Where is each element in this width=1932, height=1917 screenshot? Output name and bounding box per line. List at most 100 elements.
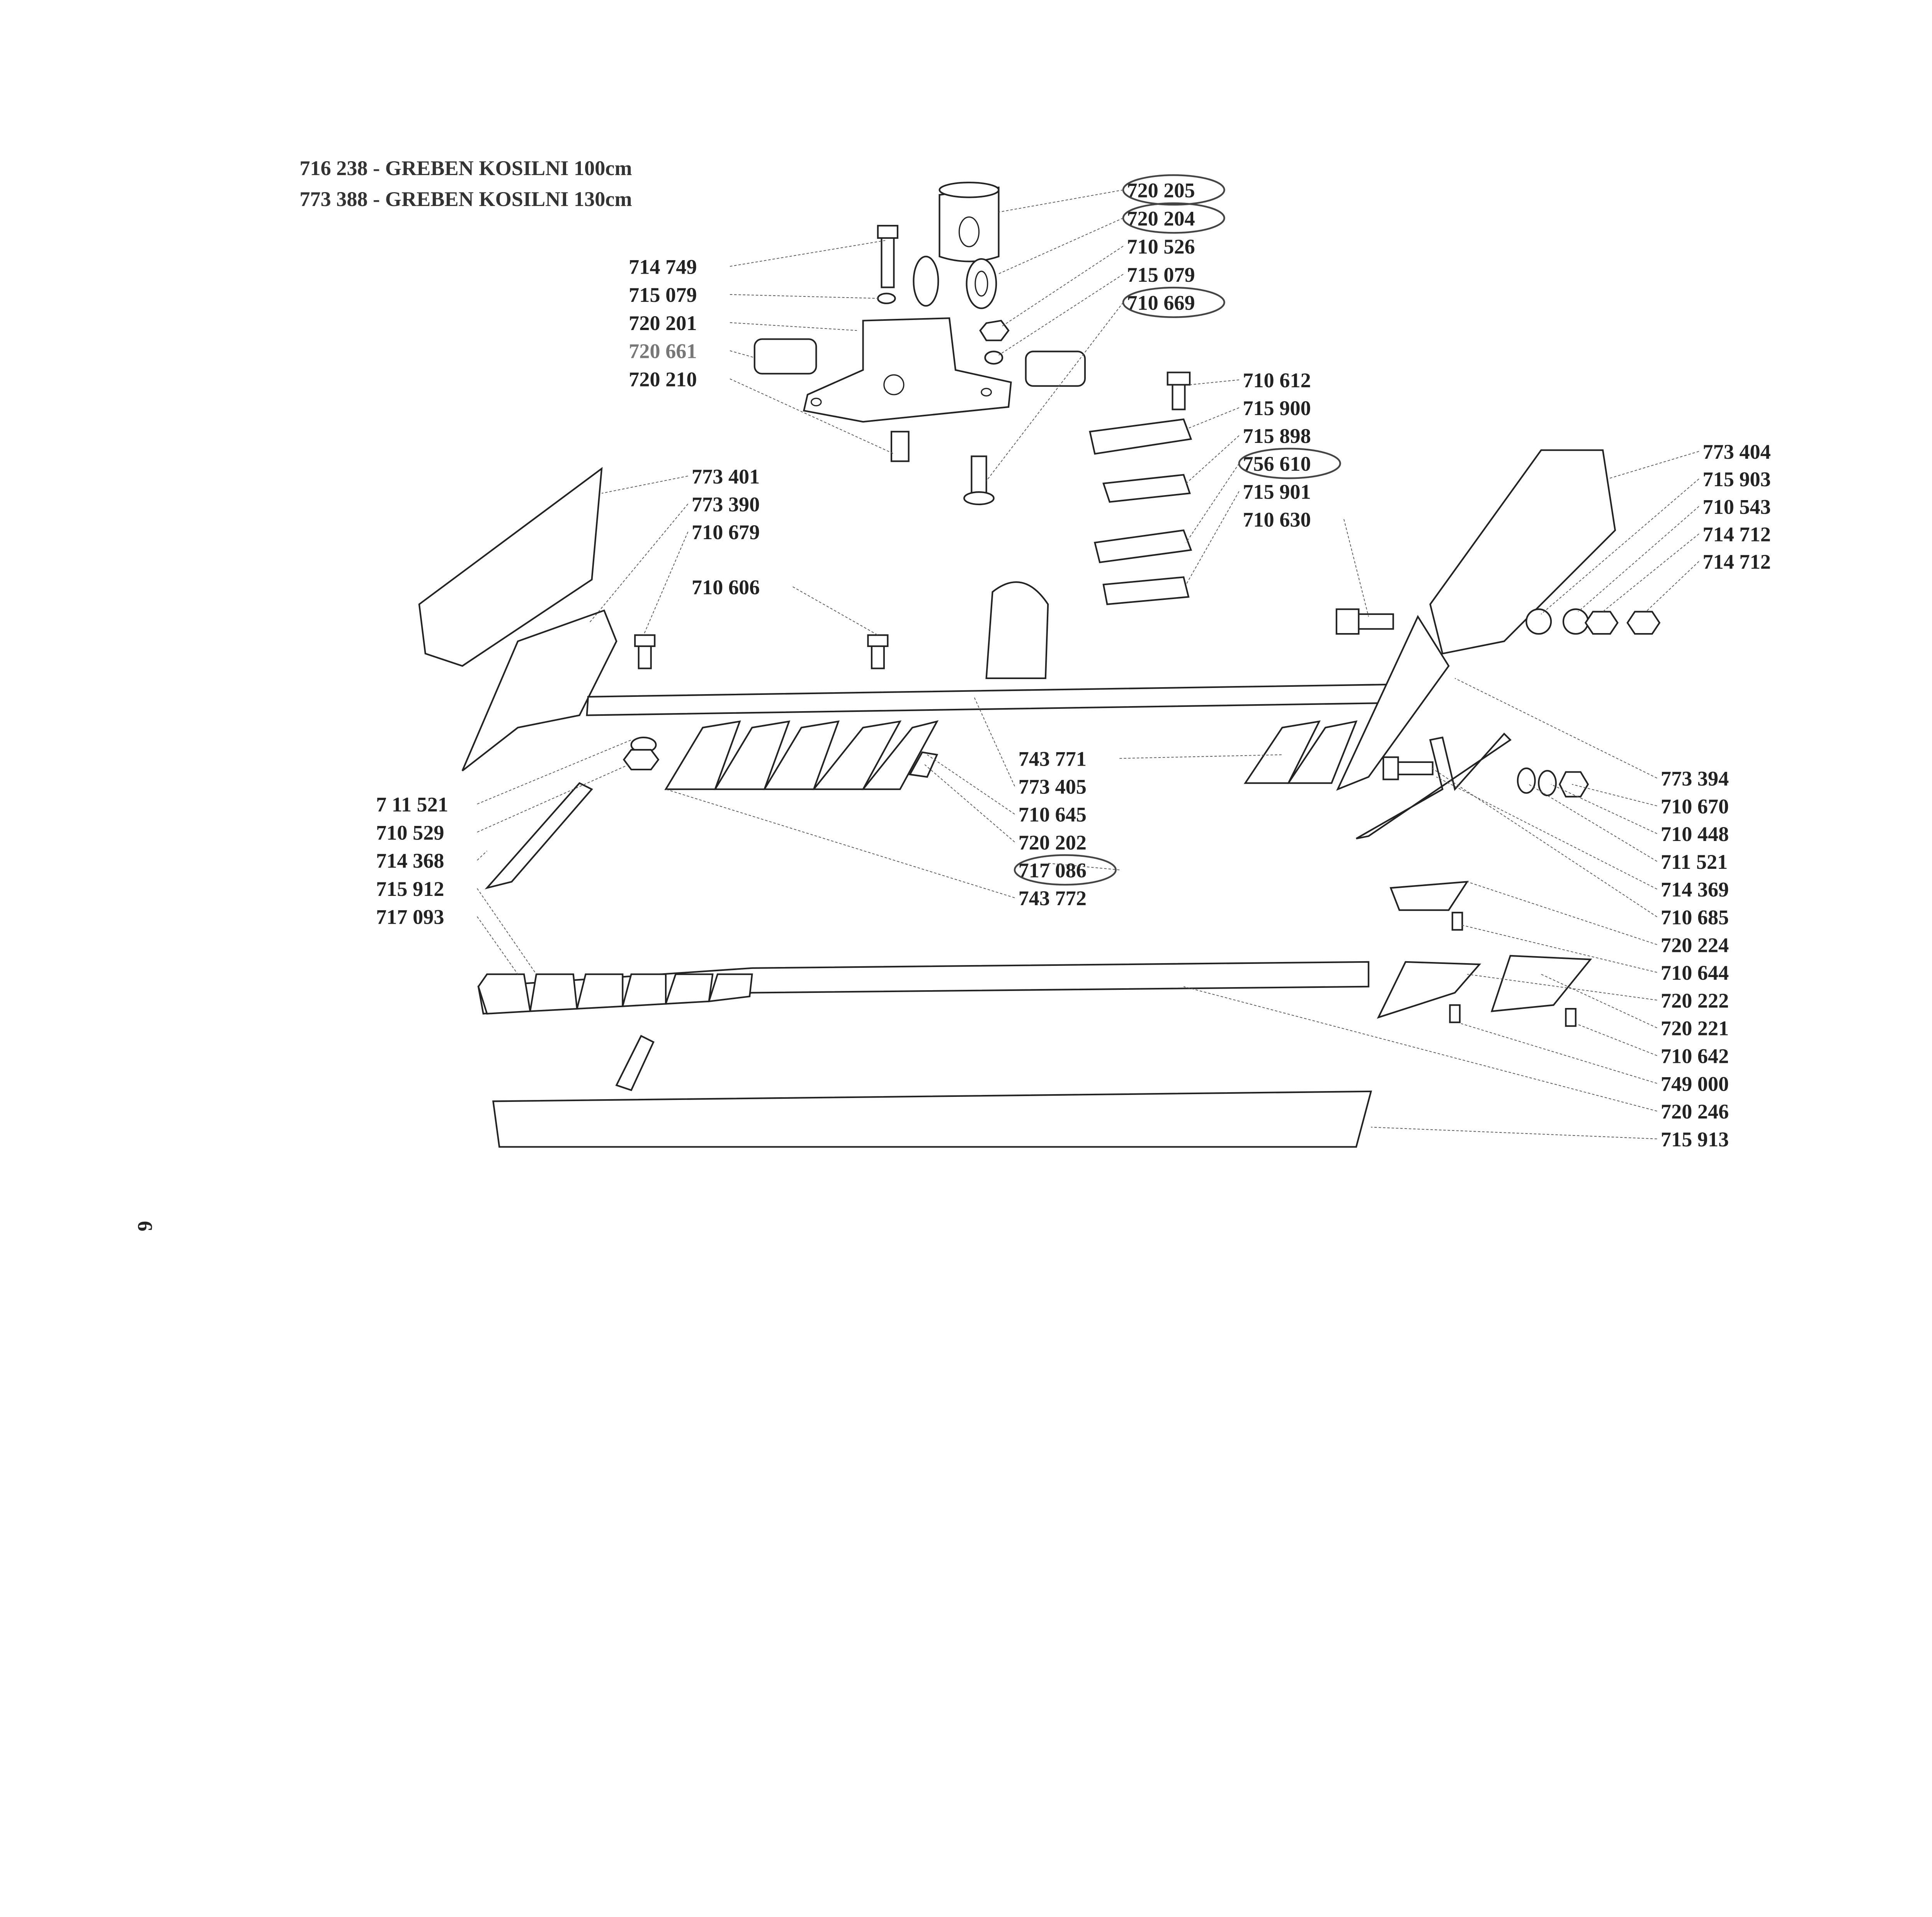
part-number-label: 715 079 xyxy=(1127,263,1195,286)
leader-line xyxy=(1183,986,1657,1112)
part-number-label: 720 661 xyxy=(629,340,697,363)
divider-773404 xyxy=(1429,449,1616,655)
part-number-label: 710 630 xyxy=(1243,508,1311,531)
part-number-label: 720 205 xyxy=(1127,179,1195,202)
part-number-label: 710 543 xyxy=(1702,495,1770,518)
rubber-bushing-left xyxy=(753,338,817,375)
part-number-label: 717 086 xyxy=(1019,859,1087,882)
title-line-130cm: 773 388 - GREBEN KOSILNI 130cm xyxy=(299,187,632,211)
part-number-label: 710 526 xyxy=(1127,235,1195,258)
leader-line xyxy=(1467,974,1657,1001)
plate-715900 xyxy=(1089,418,1192,455)
part-number-label: 710 606 xyxy=(692,575,760,599)
part-number-label: 714 369 xyxy=(1661,878,1729,901)
rivet-749000 xyxy=(1449,1004,1461,1023)
part-number-label: 710 612 xyxy=(1243,369,1311,392)
part-number-label: 720 221 xyxy=(1661,1017,1729,1040)
leader-line xyxy=(1186,407,1240,430)
knife-720221 xyxy=(1490,955,1592,1012)
leader-line xyxy=(1461,1023,1657,1084)
leader-line xyxy=(1430,766,1657,918)
parts-diagram: 716 238 - GREBEN KOSILNI 100cm 773 388 -… xyxy=(133,157,1771,1231)
highlight-circle xyxy=(1122,202,1225,234)
spring-717093 xyxy=(615,1035,655,1091)
leader-line xyxy=(1371,1127,1657,1139)
part-number-label: 773 405 xyxy=(1019,775,1087,798)
leader-line xyxy=(1436,776,1657,890)
leader-line xyxy=(1461,924,1657,973)
part-number-label: 773 401 xyxy=(692,465,760,488)
leader-line xyxy=(1001,246,1124,327)
leader-line xyxy=(477,739,632,805)
leader-line xyxy=(730,350,755,358)
leader-line xyxy=(1185,435,1240,484)
leader-line xyxy=(1609,451,1699,479)
part-number-label: 711 521 xyxy=(1661,850,1728,873)
leader-line xyxy=(1185,463,1240,543)
plate-715898 xyxy=(1102,474,1191,503)
clip-720202 xyxy=(908,751,938,778)
nut-710529 xyxy=(622,749,660,771)
title-line-100cm: 716 238 - GREBEN KOSILNI 100cm xyxy=(299,157,632,180)
part-number-label: 714 749 xyxy=(629,255,697,278)
part-number-label: 773 394 xyxy=(1661,767,1729,790)
bolt-711521 xyxy=(1383,756,1434,780)
part-number-label: 714 368 xyxy=(376,849,444,872)
part-number-label: 715 898 xyxy=(1243,424,1311,448)
part-number-label: 720 246 xyxy=(1661,1100,1729,1123)
leader-line xyxy=(986,302,1124,481)
part-number-label: 710 645 xyxy=(1019,803,1087,826)
leader-line xyxy=(973,696,1015,787)
bolt-710679 xyxy=(634,634,656,669)
part-number-label: 720 204 xyxy=(1127,207,1195,230)
part-number-label: 720 224 xyxy=(1661,933,1729,957)
leader-line xyxy=(793,586,878,636)
pin-710669 xyxy=(963,455,995,506)
nut-710526 xyxy=(979,320,1010,341)
part-number-label: 773 404 xyxy=(1702,440,1770,463)
leader-line xyxy=(477,764,629,833)
leader-line xyxy=(477,850,488,861)
leader-line xyxy=(1467,881,1657,945)
part-number-label: 720 201 xyxy=(629,312,697,335)
guard-plate-715913 xyxy=(492,1090,1372,1148)
part-number-label: 756 610 xyxy=(1243,452,1311,475)
leader-line xyxy=(1551,784,1657,834)
leader-lines xyxy=(477,189,1699,1139)
leader-line xyxy=(643,531,689,635)
part-number-label: 715 903 xyxy=(1702,468,1770,491)
washer xyxy=(984,351,1003,365)
leader-line xyxy=(1190,379,1239,385)
part-number-label: 710 644 xyxy=(1661,961,1729,984)
bracket-714369 xyxy=(1355,732,1512,839)
divider-773394 xyxy=(1336,615,1450,791)
part-number-label: 715 913 xyxy=(1661,1128,1729,1151)
part-number-label: 715 912 xyxy=(376,877,444,901)
divider-773390 xyxy=(461,609,617,771)
highlight-circle xyxy=(1122,286,1225,318)
part-number-label: 715 900 xyxy=(1243,397,1311,420)
knife-720222 xyxy=(1377,961,1481,1019)
springs-and-nuts xyxy=(1526,608,1661,635)
part-number-label: 714 712 xyxy=(1702,523,1770,546)
part-number-label: 710 448 xyxy=(1661,822,1729,846)
leader-line xyxy=(730,294,881,299)
part-number-label: 720 222 xyxy=(1661,989,1729,1012)
leader-line xyxy=(1344,519,1369,617)
part-number-label: 714 712 xyxy=(1702,550,1770,574)
part-number-label: 749 000 xyxy=(1661,1072,1729,1095)
washer-715079 xyxy=(877,293,896,305)
part-number-label: 715 079 xyxy=(629,283,697,306)
rivet-710644 xyxy=(1451,912,1463,931)
leader-line xyxy=(1541,974,1657,1028)
leader-line xyxy=(477,888,537,975)
leader-line xyxy=(1646,561,1699,612)
pin-720210 xyxy=(890,431,910,462)
cutter-bar-743771 xyxy=(586,683,1394,716)
guards-right xyxy=(1243,720,1358,784)
leader-line xyxy=(998,218,1124,274)
part-number-label: 710 679 xyxy=(692,521,760,544)
leader-line xyxy=(730,322,857,331)
part-number-label: 773 390 xyxy=(692,493,760,516)
